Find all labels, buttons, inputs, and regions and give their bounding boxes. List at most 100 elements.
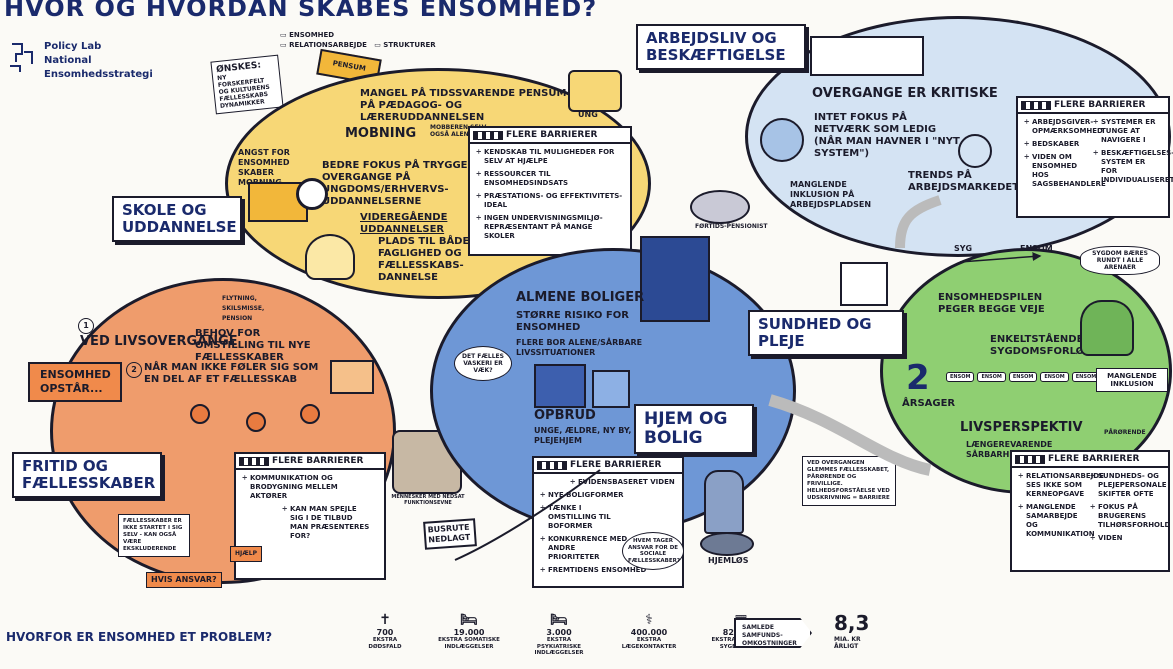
bicycle-icon [958,134,992,168]
stat-value: 400.000 [630,628,668,637]
skole-plads: PLADS TIL BÅDE FAGLIGHED OG FÆLLESSKABS-… [378,236,470,283]
cross-icon: ✝ [379,612,391,628]
sundhed-barrier-item: RELATIONSARBEJDE SES IKKE SOM KERNEOPGAV… [1026,472,1104,499]
qr-pattern-icon [592,370,630,408]
people-icon [10,43,33,72]
arbejde-fokus: INTET FOKUS PÅ NETVÆRK SOM LEDIG (NÅR MA… [814,112,960,159]
bolig-risiko: STØRRE RISIKO FOR ENSOMHED [516,310,629,333]
section-label-fritid: FRITID OG FÆLLESSKABER [12,452,162,498]
arbejde-overgange: OVERGANGE ER KRITISKE [812,86,998,101]
stat-item: ⚕ 400.000 EKSTRA LÆGEKONTAKTER [618,612,680,657]
hospital-bed-icon: 🛏 [460,612,478,628]
psychiatric-bed-icon: 🛏 [550,612,568,628]
fritid-number-1: 1 [78,318,94,334]
stat-label: EKSTRA DØDSFALD [368,637,402,650]
stat-value: 19.000 [453,628,485,637]
sundhed-barriers-box: FLERE BARRIERER RELATIONSARBEJDE SES IKK… [1010,450,1170,572]
bolig-opbrud: OPBRUD [534,408,596,423]
fritid-livsovergange: VED LIVSOVERGANGE [80,334,238,349]
skole-mobning: MOBNING [345,126,417,141]
pension-label: FØRTIDS-PENSIONIST [695,223,768,230]
stat-item: 🛏 3.000 EKSTRA PSYKIATRISKE INDLÆGGELSER [528,612,590,657]
skole-fokus: BEDRE FOKUS PÅ TRYGGE OVERGANGE PÅ UNGDO… [322,160,468,207]
house-icon [534,364,586,408]
section-label-sundhed: SUNDHED OG PLEJE [748,310,904,356]
legend-item-ensomhed: ENSOMHED [289,31,335,39]
bolig-flere: FLERE BOR ALENE/SÅRBARE LIVSSITUATIONER [516,338,643,357]
total-unit: MIA. KR ÅRLIGT [834,636,861,650]
hjaelp-sign: HJÆLP [230,546,262,562]
logo-line2: National [44,55,92,66]
skole-barrier-item: KENDSKAB TIL MULIGHEDER FOR SELV AT HJÆL… [484,148,624,166]
stat-value: 700 [376,628,394,637]
vaskeri-bubble: DET FÆLLES VASKERI ER VÆK? [454,346,512,381]
arbejde-barriers-box: FLERE BARRIERER ARBEJDSGIVER-OPMÆRKSOMHE… [1016,96,1173,218]
aarsager-label: ÅRSAGER [902,398,956,409]
bolig-barrier-item: FREMTIDENS ENSOMHED [548,566,676,575]
skole-mobber-text: MOBBEREN SELV OGSÅ ALENE [430,124,487,138]
bolig-barrier-item: TÆNKE I OMSTILLING TIL BOFORMER [548,504,628,531]
person-in-chair-icon [1080,300,1134,356]
stat-item: ✝ 700 EKSTRA DØDSFALD [360,612,410,657]
two-number: 2 [906,358,930,398]
ensom-tag: ENSOM [977,372,1006,382]
section-label-arbejde: ARBEJDSLIV OG BESKÆFTIGELSE [636,24,806,70]
bolig-opbrud-sub: UNGE, ÆLDRE, NY BY, PLEJEHJEM [534,426,632,445]
overgang-note: VED OVERGANGEN GLEMMES FÆLLESSKABET, PÅR… [802,456,896,506]
omkostninger-arrow: SAMLEDE SAMFUNDS-OMKOSTNINGER [734,618,812,648]
skole-barriers-title: FLERE BARRIERER [470,128,630,144]
sundhed-barrier-item: MANGLENDE SAMARBEJDE OG KOMMUNIKATION [1026,503,1095,539]
stat-label: EKSTRA LÆGEKONTAKTER [621,637,677,650]
sundhed-spilen: ENSOMHEDSPILEN PEGER BEGGE VEJE [938,292,1045,315]
logo-line3: Ensomhedsstrategi [44,69,153,80]
syg-label: SYG [954,244,973,253]
skole-videregaende: VIDEREGÅENDE UDDANNELSER [360,212,448,235]
sygdom-bubble: SYGDOM BÆRES RUNDT I ALLE ARENAER [1080,246,1160,275]
fritid-barrier-item: KAN MAN SPEJLE SIG I DE TILBUD MAN PRÆSE… [290,505,370,541]
arbejde-trends: TRENDS PÅ ARBEJDSMARKEDET [908,170,1020,193]
bolig-barrier-item: KONKURRENCE MED ANDRE PRIORITETER [548,535,628,562]
hjemlos-label: HJEMLØS [708,556,749,565]
person-icon [300,404,320,424]
statue-label: MENNESKER MED NEDSAT FUNKTIONSEVNE [391,494,465,506]
logo-line1: Policy Lab [44,41,102,52]
doctor-icon: ⚕ [645,612,653,628]
fritid-behov: BEHOV FOR OMSTILLING TIL NYE FÆLLESSKABE… [195,328,311,363]
ensom-label: ENSOM [1020,244,1053,253]
hvis-ansvar-tag: HVIS ANSVAR? [146,572,222,588]
arbejde-barrier-item: BEDSKABER [1032,140,1093,149]
bolig-barriers-title: FLERE BARRIERER [534,458,682,474]
total-value: 8,3 [834,611,870,635]
stat-label: EKSTRA SOMATISKE INDLÆGGELSER [438,637,500,650]
policy-lab-logo: Policy Lab National Ensomhedsstrategi [8,40,153,82]
ensom-tag: ENSOM [1008,372,1038,382]
ensomhed-opstaar-tag: ENSOMHED OPSTÅR... [28,362,122,402]
stats-row: ✝ 700 EKSTRA DØDSFALD 🛏 19.000 EKSTRA SO… [360,612,774,657]
bolig-barriers-box: FLERE BARRIERER EVIDENSBASERET VIDEN NYE… [532,456,684,588]
arbejde-mangel: MANGLENDE INKLUSION PÅ ARBEJDSPLADSEN [790,180,872,209]
fritid-barriers-title: FLERE BARRIERER [236,454,384,470]
skole-barriers-list: KENDSKAB TIL MULIGHEDER FOR SELV AT HJÆL… [470,144,630,249]
homeless-pedestal-icon [700,532,754,556]
ensom-tags-row: ENSOM ENSOM ENSOM ENSOM ENSOM [946,372,1101,382]
ung-label: UNG [578,110,598,119]
skole-pensum-text: MANGEL PÅ TIDSSVARENDE PENSUM PÅ PÆDAGOG… [360,88,567,123]
page-title: HVOR OG HVORDAN SKABES ENSOMHED? [4,0,598,22]
fritid-number-2: 2 [126,362,142,378]
sundhed-barriers-title: FLERE BARRIERER [1012,452,1168,468]
stat-label: EKSTRA PSYKIATRISKE INDLÆGGELSER [534,637,584,656]
stat-item: 🛏 19.000 EKSTRA SOMATISKE INDLÆGGELSER [438,612,500,657]
legend: ▭ ENSOMHED ▭ RELATIONSARBEJDE ▭ STRUKTUR… [280,31,436,49]
ung-desk-icon [568,70,622,112]
bolig-barriers-list: EVIDENSBASERET VIDEN NYE BOLIGFORMER TÆN… [534,474,682,583]
bolig-ansvar-bubble: HVEM TAGER ANSVAR FOR DE SOCIALE FÆLLESS… [622,532,684,570]
hospital-building-icon [840,262,888,306]
arbejde-barrier-item: SYSTEMER ER TUNGE AT NAVIGERE I [1101,118,1162,145]
sundhed-mangel: MANGLENDE INKLUSION [1096,368,1168,392]
sundhed-barrier-item: SUNDHEDS- OG PLEJEPERSONALE SKIFTER OFTE [1098,472,1167,499]
section-label-bolig: HJEM OG BOLIG [634,404,754,454]
skole-barrier-item: RESSOURCER TIL ENSOMHEDSINDSATS [484,170,624,188]
magnifier-icon [296,178,328,210]
problem-question: HVORFOR ER ENSOMHED ET PROBLEM? [6,630,273,644]
